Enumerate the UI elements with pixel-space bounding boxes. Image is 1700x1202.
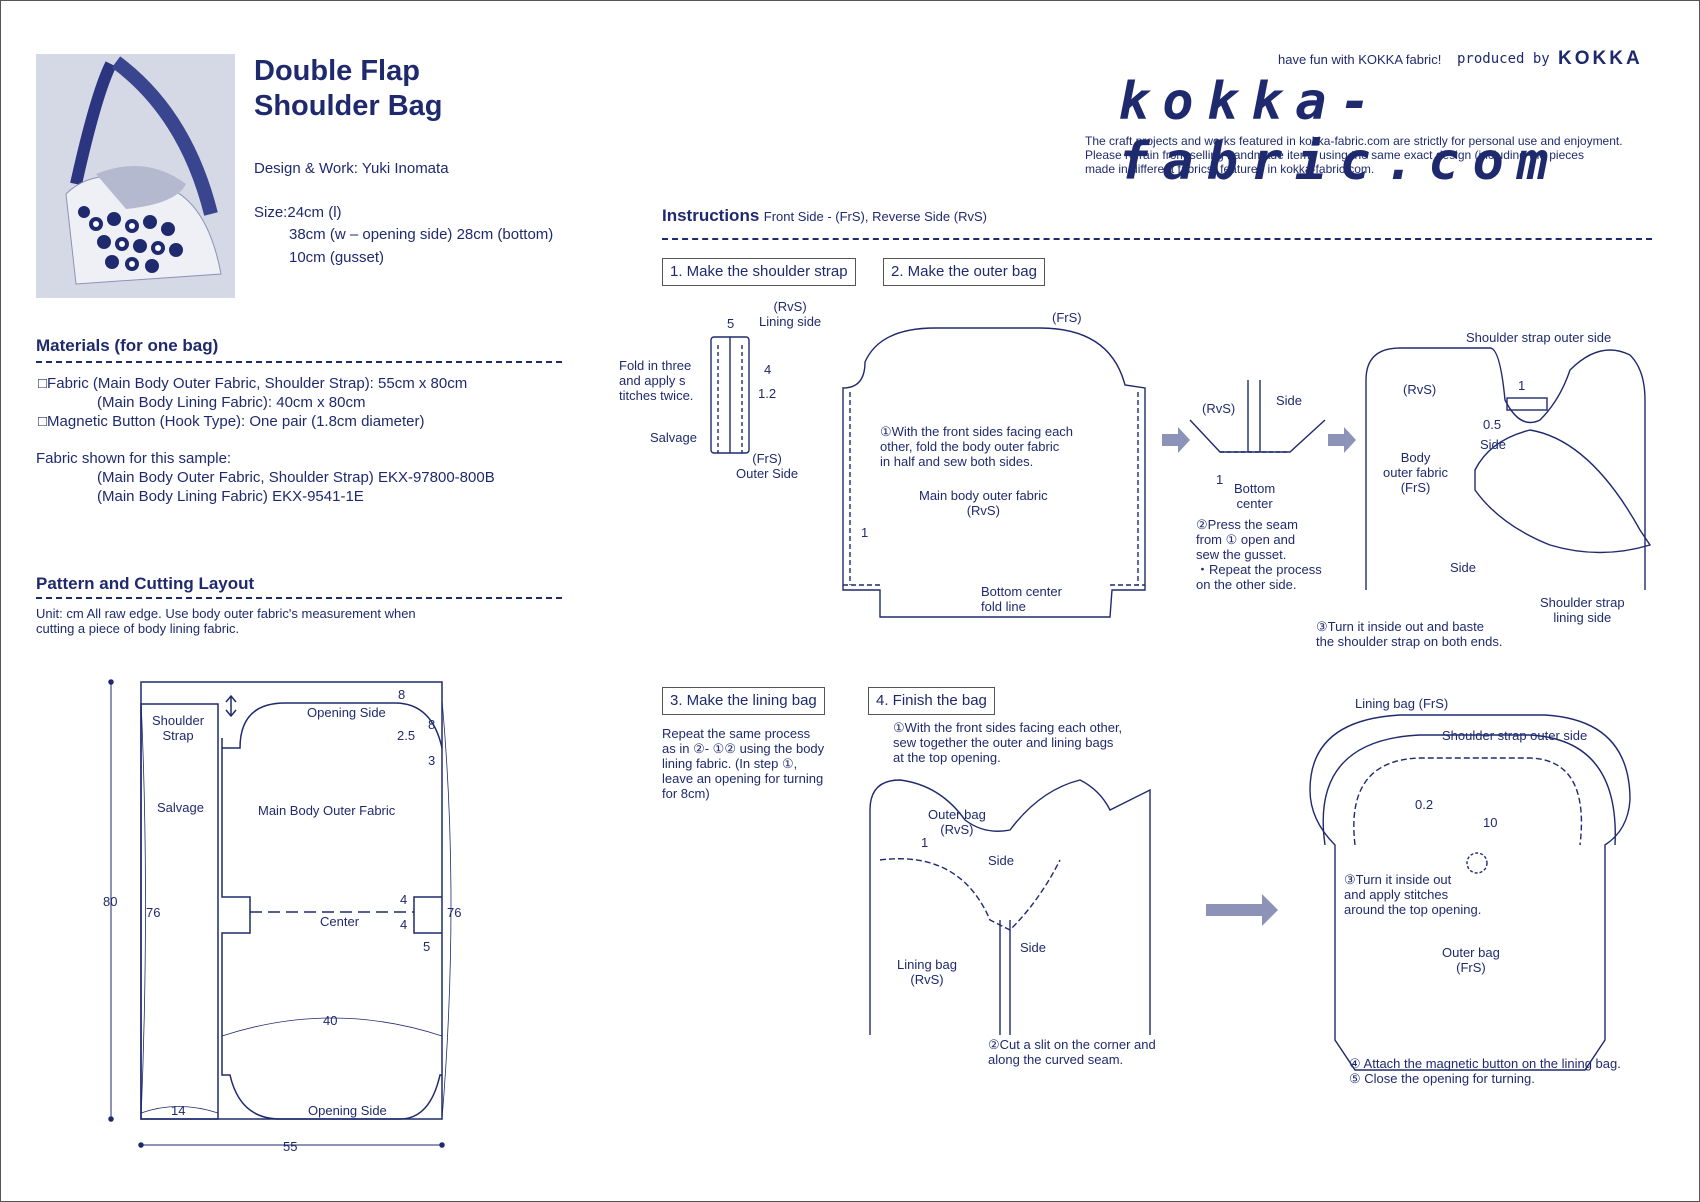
s1-frs-outer: (FrS) Outer Side (736, 451, 799, 481)
s2-dim-1c: 1 (1518, 378, 1526, 393)
dim-4b: 4 (400, 917, 408, 932)
s2-body-outer: Body outer fabric (FrS) (1383, 450, 1449, 495)
dim-14: 14 (171, 1103, 186, 1118)
step-3-label: 3. Make the lining bag (662, 687, 825, 715)
materials-heading: Materials (for one bag) (36, 336, 219, 355)
dim-5: 5 (423, 939, 431, 954)
s2-rvs: (RvS) (1202, 401, 1236, 416)
s4-lining-bag: Lining bag (RvS) (897, 957, 957, 987)
s2-dim-0-5: 0.5 (1483, 417, 1502, 432)
s1-fold-note: Fold in three and apply s titches twice. (619, 358, 694, 403)
s2-bottom-center-2: Bottom center (1234, 481, 1276, 511)
dim-80: 80 (103, 894, 118, 909)
pattern-divider (36, 597, 562, 599)
s4-outer-bag: Outer bag (RvS) (928, 807, 986, 837)
material-item-fabric: □Fabric (Main Body Outer Fabric, Shoulde… (38, 375, 468, 392)
dim-8a: 8 (398, 687, 406, 702)
label-opening-side-bottom: Opening Side (308, 1103, 387, 1118)
s4-strap-outer: Shoulder strap outer side (1442, 728, 1588, 743)
s2-frs: (FrS) (1052, 310, 1082, 325)
design-credit: Design & Work: Yuki Inomata (254, 160, 449, 177)
site-logo: kokka-fabric.com (1118, 72, 1562, 192)
label-main-body: Main Body Outer Fabric (258, 803, 396, 818)
dim-55: 55 (283, 1139, 298, 1154)
material-item-lining: (Main Body Lining Fabric): 40cm x 80cm (97, 394, 366, 411)
dim-8b: 8 (428, 717, 436, 732)
s4-side: Side (988, 853, 1015, 868)
s2-dim-1b: 1 (1216, 472, 1224, 487)
sample-fabric-1: (Main Body Outer Fabric, Shoulder Strap)… (97, 469, 495, 486)
s1-salvage: Salvage (650, 430, 697, 445)
materials-divider (36, 361, 562, 363)
s2-main-body: Main body outer fabric (RvS) (919, 488, 1048, 518)
step-4-label: 4. Finish the bag (868, 687, 995, 715)
s4-dim-0-2: 0.2 (1415, 797, 1434, 812)
instructions-divider (662, 238, 1652, 240)
s2-note-3: ③Turn it inside out and baste the should… (1316, 619, 1503, 649)
size-line-2: 38cm (w – opening side) 28cm (bottom) (289, 226, 554, 243)
disclaimer: The craft projects and works featured in… (1085, 134, 1623, 176)
s2-strap-outer: Shoulder strap outer side (1466, 330, 1612, 345)
size-line-1: Size:24cm (l) (254, 204, 342, 221)
s2-side: Side (1276, 393, 1303, 408)
s2-bottom-center: Bottom center fold line (981, 584, 1062, 614)
project-title: Double Flap Shoulder Bag (254, 55, 443, 122)
dim-2-5: 2.5 (397, 728, 416, 743)
dim-40: 40 (323, 1013, 338, 1028)
s4-outer-frs: Outer bag (FrS) (1442, 945, 1500, 975)
company-name: KOKKA (1558, 48, 1643, 69)
pattern-note: Unit: cm All raw edge. Use body outer fa… (36, 606, 416, 636)
s4-dim-10: 10 (1483, 815, 1498, 830)
step-1-label: 1. Make the shoulder strap (662, 258, 856, 286)
s4-note-4: ④ Attach the magnetic button on the lini… (1349, 1056, 1621, 1086)
s4-lining-frs: Lining bag (FrS) (1355, 696, 1449, 711)
dim-76-right: 76 (447, 905, 462, 920)
sample-fabric-2: (Main Body Lining Fabric) EKX-9541-1E (97, 488, 364, 505)
s2-strap-lining: Shoulder strap lining side (1540, 595, 1625, 625)
s2-side-3: Side (1450, 560, 1477, 575)
s2-dim-1: 1 (861, 525, 869, 540)
bag-photo (36, 54, 235, 298)
dim-3: 3 (428, 753, 436, 768)
s3-note: Repeat the same process as in ②- ①② usin… (662, 726, 825, 801)
s1-dim-4: 4 (764, 362, 772, 377)
s2-side-2: Side (1480, 437, 1507, 452)
produced-by: produced by (1457, 51, 1550, 67)
label-center: Center (320, 914, 360, 929)
label-salvage: Salvage (157, 800, 204, 815)
s4-note-3: ③Turn it inside out and apply stitches a… (1344, 872, 1482, 917)
dim-76-left: 76 (146, 905, 161, 920)
dim-4a: 4 (400, 892, 408, 907)
label-opening-side-top: Opening Side (307, 705, 386, 720)
instructions-subheading: Front Side - (FrS), Reverse Side (RvS) (763, 209, 987, 224)
s1-rvs-lining: (RvS) Lining side (759, 299, 822, 329)
s1-dim-5: 5 (727, 316, 735, 331)
s4-note-1: ①With the front sides facing each other,… (893, 720, 1123, 765)
label-shoulder-strap-text: Shoulder Strap (152, 713, 205, 743)
step-2-label: 2. Make the outer bag (883, 258, 1045, 286)
instructions-heading: Instructions (662, 206, 760, 225)
brand-tagline: have fun with KOKKA fabric! (1278, 52, 1442, 67)
size-line-3: 10cm (gusset) (289, 249, 385, 266)
s4-dim-1: 1 (921, 835, 929, 850)
s2-rvs-2: (RvS) (1403, 382, 1437, 397)
s2-note-1: ①With the front sides facing each other,… (880, 424, 1074, 469)
s4-side-2: Side (1020, 940, 1047, 955)
pattern-heading: Pattern and Cutting Layout (36, 574, 255, 593)
s4-note-2: ②Cut a slit on the corner and along the … (988, 1037, 1156, 1067)
s2-note-2: ②Press the seam from ① open and sew the … (1196, 517, 1322, 592)
s1-dim-1-2: 1.2 (758, 386, 777, 401)
instructions-header: Instructions Front Side - (FrS), Reverse… (662, 206, 987, 226)
material-item-button: □Magnetic Button (Hook Type): One pair (… (38, 413, 425, 430)
sample-heading: Fabric shown for this sample: (36, 450, 232, 467)
